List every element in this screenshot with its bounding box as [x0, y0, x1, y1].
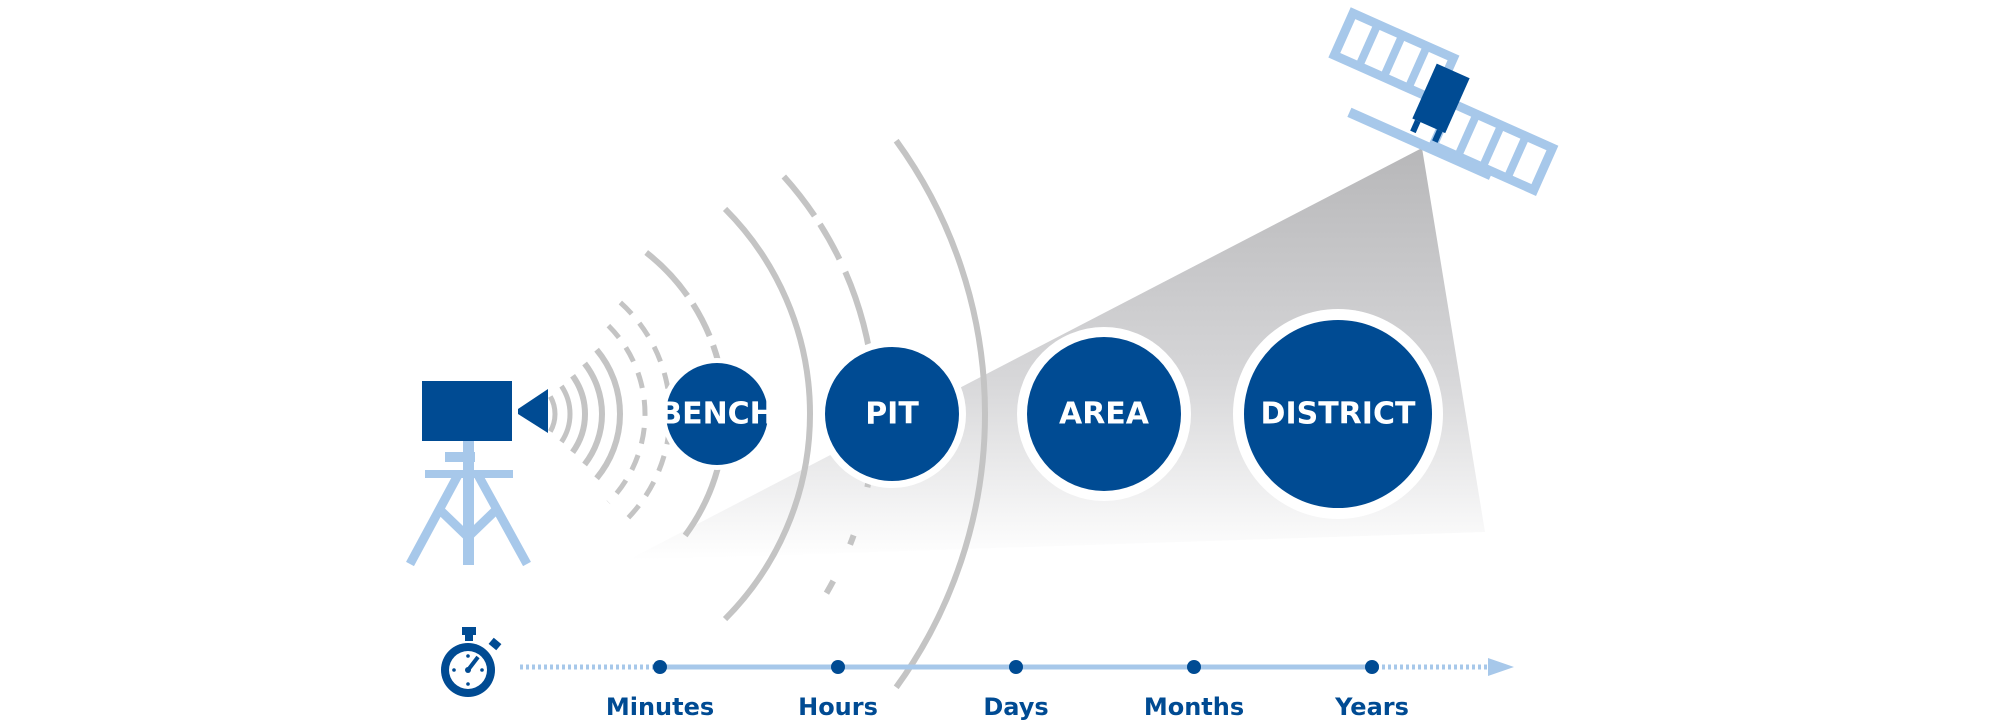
scale-area: AREA: [1017, 327, 1191, 501]
timeline-dot: [1187, 660, 1201, 674]
radar-wave-arc: [722, 206, 813, 622]
timeline-label-hours: Hours: [798, 693, 878, 721]
scale-district: DISTRICT: [1233, 309, 1443, 519]
timeline-arrowhead: [1488, 658, 1514, 676]
scale-area-label: AREA: [1059, 397, 1150, 432]
timeline-label-years: Years: [1334, 693, 1409, 721]
timeline-label-months: Months: [1144, 693, 1244, 721]
radar-wave-arc: [582, 361, 605, 467]
camera-tripod-icon: [406, 381, 548, 567]
timeline-label-days: Days: [983, 693, 1048, 721]
timeline-label-minutes: Minutes: [606, 693, 714, 721]
radar-wave-arc: [570, 374, 588, 454]
timeline-dot: [653, 660, 667, 674]
timeline-dot: [1365, 660, 1379, 674]
stopwatch-icon: [441, 627, 502, 697]
radar-wave-arc: [559, 384, 573, 444]
satellite-beam-fade: [628, 532, 1500, 560]
satellite-icon: [1328, 7, 1559, 196]
scale-pit: PIT: [818, 340, 966, 488]
timeline-dot: [1009, 660, 1023, 674]
timeline: Minutes Hours Days Months Years: [520, 658, 1514, 721]
scale-bench-label: BENCH: [659, 397, 775, 432]
scale-district-label: DISTRICT: [1261, 397, 1416, 432]
radar-wave-arc: [606, 323, 648, 505]
scale-bench: BENCH: [659, 358, 775, 470]
radar-wave-arc: [893, 138, 988, 690]
radar-wave-arc: [594, 347, 623, 481]
radar-wave-arc: [548, 395, 558, 433]
scale-pit-label: PIT: [865, 397, 919, 432]
timeline-dot: [831, 660, 845, 674]
